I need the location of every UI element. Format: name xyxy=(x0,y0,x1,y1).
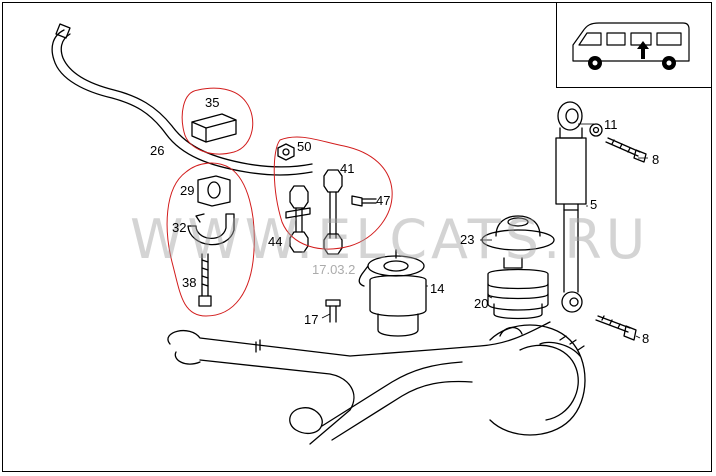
part-label-14[interactable]: 14 xyxy=(430,281,445,296)
part-label-23[interactable]: 23 xyxy=(460,232,475,247)
bar-end xyxy=(55,23,71,39)
part-label-47[interactable]: 47 xyxy=(376,193,391,208)
part-label-8-upper[interactable]: 8 xyxy=(652,152,660,167)
part-label-44[interactable]: 44 xyxy=(268,234,283,249)
bolt-8-lower-part xyxy=(595,315,637,341)
highlight-pad-35 xyxy=(181,87,254,155)
highlight-bushings xyxy=(166,162,255,317)
van-icon xyxy=(572,22,690,70)
bolt-8-upper-part xyxy=(605,137,647,163)
bolt-47-part xyxy=(351,195,377,207)
bump-stop-20-part xyxy=(487,257,549,320)
washer-11-part xyxy=(589,123,603,137)
part-label-35[interactable]: 35 xyxy=(205,95,220,110)
bolt-38-part xyxy=(198,253,212,307)
air-spring-14-part xyxy=(358,249,427,337)
bushing-29-part xyxy=(197,175,231,207)
part-label-5[interactable]: 5 xyxy=(590,197,598,212)
part-label-50[interactable]: 50 xyxy=(297,139,312,154)
clamp-32-part xyxy=(187,213,235,246)
nut-50-part xyxy=(277,143,295,161)
link-44-part xyxy=(285,185,311,253)
diagram-frame xyxy=(2,2,712,472)
stabilizer-bar-inner xyxy=(60,33,313,168)
watermark-text: WWW.ELCATS.RU xyxy=(130,208,650,271)
part-label-11[interactable]: 11 xyxy=(604,117,618,132)
trailing-arm-part xyxy=(167,321,586,445)
part-label-17[interactable]: 17 xyxy=(304,312,319,327)
part-label-20[interactable]: 20 xyxy=(474,296,489,311)
stabilizer-bar xyxy=(51,29,313,176)
part-label-32[interactable]: 32 xyxy=(172,220,187,235)
bolt-17-part xyxy=(325,299,341,323)
shock-absorber-part xyxy=(555,101,587,313)
pad-35-part xyxy=(191,113,237,143)
part-label-29[interactable]: 29 xyxy=(180,183,195,198)
part-label-38[interactable]: 38 xyxy=(182,275,197,290)
highlight-link xyxy=(273,136,393,250)
watermark-date: 17.03.2 xyxy=(312,262,356,277)
part-label-26[interactable]: 26 xyxy=(150,143,165,158)
part-label-41[interactable]: 41 xyxy=(340,161,355,176)
vehicle-inset xyxy=(556,2,712,88)
part-label-8-lower[interactable]: 8 xyxy=(642,331,650,346)
